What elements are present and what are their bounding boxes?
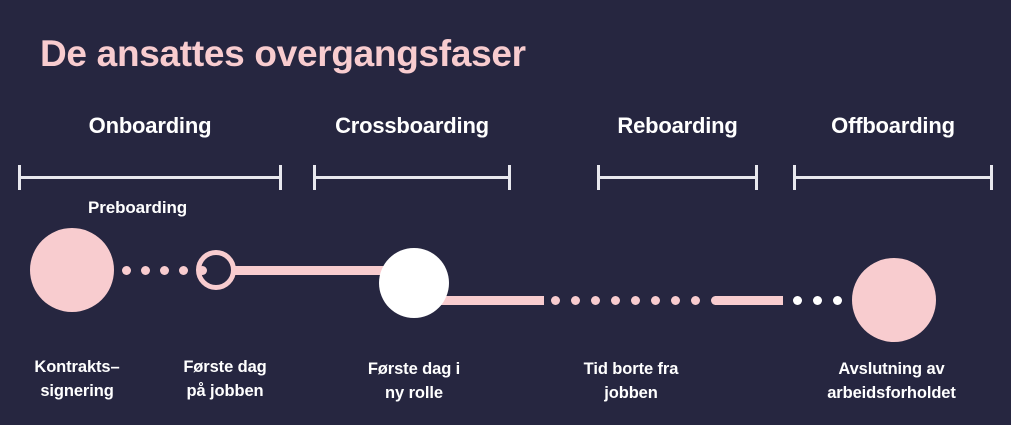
page-title: De ansattes overgangsfaser	[40, 33, 526, 74]
caption-line: på jobben	[186, 381, 264, 400]
dots-time-away-dot	[571, 295, 580, 305]
dots-preboarding-dot	[122, 265, 131, 275]
segment-first-day-to-new-role	[232, 266, 392, 275]
caption-line: Første dag i	[367, 360, 461, 378]
bracket-cap-right	[755, 165, 758, 190]
caption-end-of-employment: Avslutning av arbeidsforholdet	[789, 358, 994, 406]
segment-reboarding-solid	[715, 296, 783, 305]
phase-label-crossboarding: Crossboarding	[335, 113, 489, 138]
caption-line: Kontrakts–	[34, 358, 120, 376]
caption-contract-signing: Kontrakts– signering	[2, 356, 152, 404]
dots-preboarding-dot	[160, 265, 169, 275]
dots-time-away-dot	[691, 295, 700, 305]
dots-time-away-dot	[671, 295, 680, 305]
phase-bracket-offboarding	[793, 165, 993, 190]
contract-signing-node	[30, 228, 114, 312]
bracket-cap-right	[508, 165, 511, 190]
bracket-cap-right	[990, 165, 993, 190]
phase-bracket-onboarding	[18, 165, 282, 190]
bracket-cap-right	[279, 165, 282, 190]
end-of-employment-node	[852, 258, 936, 342]
dots-time-away-dot	[651, 295, 660, 305]
phase-label-onboarding: Onboarding	[88, 113, 212, 138]
new-role-node	[379, 248, 449, 318]
dots-time-away-dot	[631, 295, 640, 305]
bracket-cap-left	[597, 165, 600, 190]
bracket-line	[18, 176, 282, 179]
caption-line: Tid borte fra	[583, 360, 679, 378]
caption-time-away-from-job: Tid borte fra jobben	[553, 358, 709, 406]
caption-first-day-new-role: Første dag i ny rolle	[339, 358, 489, 406]
phase-bracket-crossboarding	[313, 165, 511, 190]
dots-preboarding-dot	[141, 265, 150, 275]
caption-line: ny rolle	[385, 383, 443, 402]
dots-offboarding-dot	[833, 295, 842, 305]
bracket-line	[313, 176, 511, 179]
caption-line: signering	[40, 381, 114, 400]
dots-time-away-dot	[711, 295, 720, 305]
bracket-line	[597, 176, 758, 179]
bracket-cap-left	[18, 165, 21, 190]
bracket-cap-left	[793, 165, 796, 190]
dots-offboarding-dot	[793, 295, 802, 305]
caption-line: Avslutning av	[838, 360, 945, 378]
phase-label-reboarding: Reboarding	[617, 113, 738, 138]
phase-bracket-reboarding	[597, 165, 758, 190]
dots-time-away-dot	[551, 295, 560, 305]
dots-preboarding-dot	[179, 265, 188, 275]
caption-line: jobben	[604, 383, 658, 402]
dots-offboarding-dot	[813, 295, 822, 305]
dots-time-away-dot	[591, 295, 600, 305]
sub-label-preboarding: Preboarding	[88, 198, 188, 217]
bracket-line	[793, 176, 993, 179]
caption-line: Første dag	[183, 358, 267, 376]
bracket-cap-left	[313, 165, 316, 190]
phase-label-offboarding: Offboarding	[831, 113, 955, 138]
caption-first-day-on-job: Første dag på jobben	[150, 356, 300, 404]
first-day-node	[196, 250, 236, 290]
dots-time-away-dot	[611, 295, 620, 305]
caption-line: arbeidsforholdet	[827, 383, 956, 402]
segment-new-role-exit	[440, 296, 544, 305]
